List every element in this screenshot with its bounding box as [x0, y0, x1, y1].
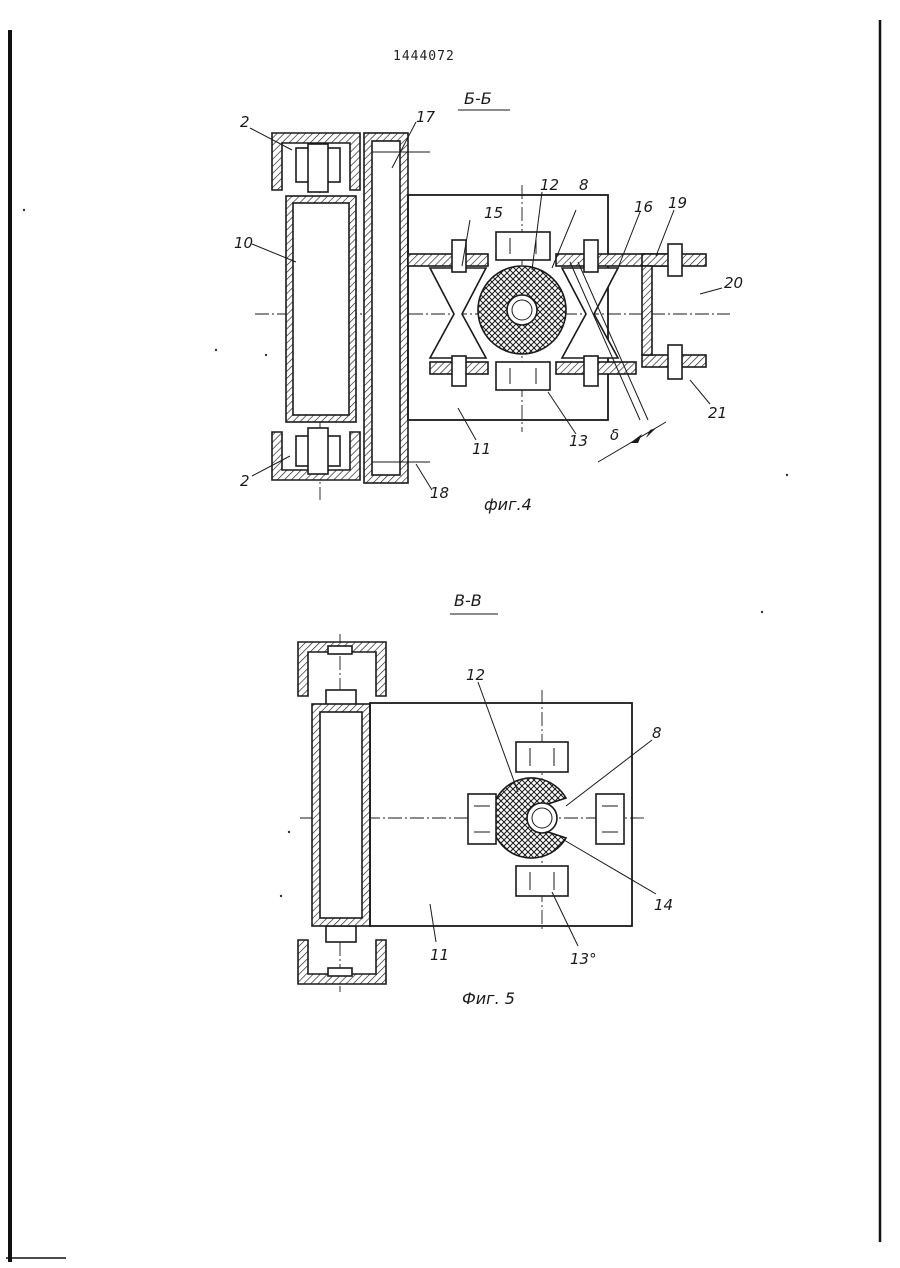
fig5-label-12: 12 [466, 666, 485, 684]
fig5-bottom-bracket [298, 926, 386, 984]
fig5-label-8: 8 [652, 724, 662, 742]
fig4-frame-17 [364, 133, 430, 483]
patent-number: 1444072 [393, 49, 455, 64]
fig4-core-12 [478, 266, 566, 354]
fig5-label-13: 13° [570, 950, 597, 968]
fig4-label-12: 12 [540, 176, 559, 194]
fig4-label-15: 15 [484, 204, 503, 222]
fig4-label-21: 21 [708, 404, 727, 422]
fig4-label-17: 17 [416, 108, 436, 126]
fig4-delta-arrow [598, 422, 666, 462]
fig4-label-13: 13 [569, 432, 588, 450]
fig4-roller-assembly-15 [408, 240, 488, 386]
fig4-label-19: 19 [668, 194, 687, 212]
fig5-caption: Фиг. 5 [462, 989, 515, 1008]
fig5-section-label: В-В [454, 591, 482, 610]
fig4-bottom-bracket [272, 428, 360, 480]
fig5-label-14: 14 [654, 896, 673, 914]
fig5-roller [312, 704, 370, 926]
fig4-section-label: Б-Б [464, 89, 492, 108]
fig4-roller-10 [286, 196, 356, 422]
fig5-top-bracket [298, 642, 386, 706]
fig4-label-2-top: 2 [240, 113, 250, 131]
fig4-top-bracket [272, 133, 360, 192]
fig4-label-16: 16 [634, 198, 653, 216]
fig4-label-10: 10 [234, 234, 253, 252]
fig4-caption: фиг.4 [484, 495, 532, 514]
fig4-side-bracket-20 [642, 244, 706, 379]
fig4-label-20: 20 [724, 274, 743, 292]
fig4-label-8: 8 [579, 176, 589, 194]
figure-5: В-В [298, 591, 673, 1008]
fig4-label-delta: δ [610, 426, 619, 444]
fig4-label-18: 18 [430, 484, 449, 502]
fig5-label-11: 11 [430, 946, 449, 964]
sheet-borders [6, 20, 880, 1262]
fig5-core-12 [491, 778, 566, 858]
figure-4: Б-Б [234, 89, 743, 514]
fig4-label-2-bottom: 2 [240, 472, 250, 490]
fig4-label-11: 11 [472, 440, 491, 458]
